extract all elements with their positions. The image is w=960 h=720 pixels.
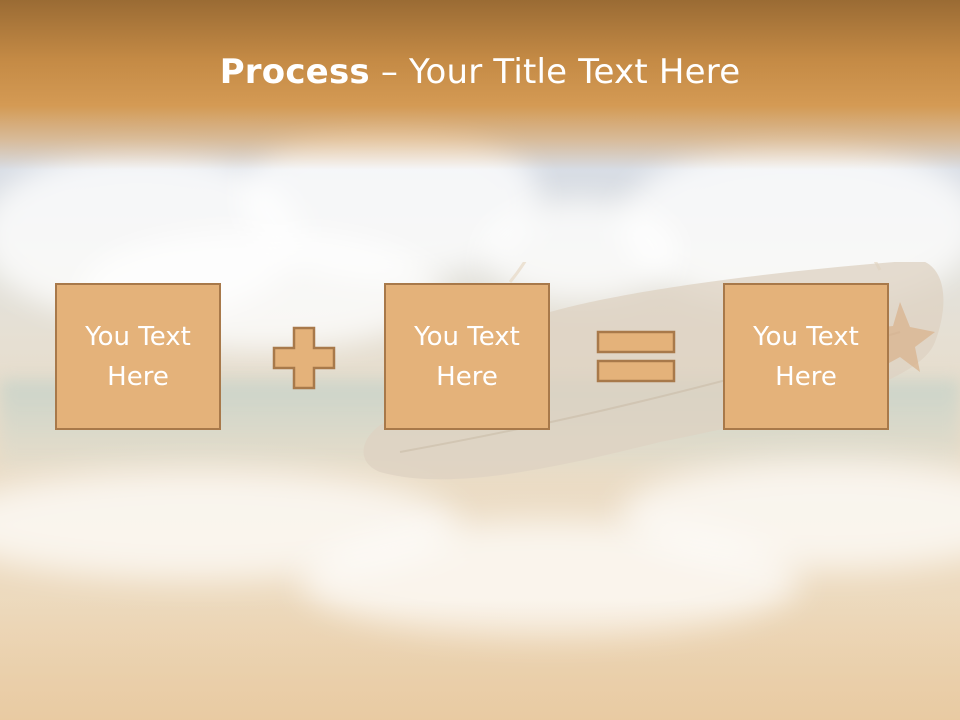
slide-title-rest: – Your Title Text Here <box>369 52 741 92</box>
process-box-2[interactable]: You Text Here <box>384 283 550 430</box>
process-box-3[interactable]: You Text Here <box>723 283 889 430</box>
plus-icon <box>272 326 336 390</box>
slide-title-bold: Process <box>219 52 370 92</box>
slide-title: Process – Your Title Text Here <box>0 52 960 92</box>
title-band <box>0 0 960 170</box>
process-box-1[interactable]: You Text Here <box>55 283 221 430</box>
equals-icon <box>596 330 676 383</box>
